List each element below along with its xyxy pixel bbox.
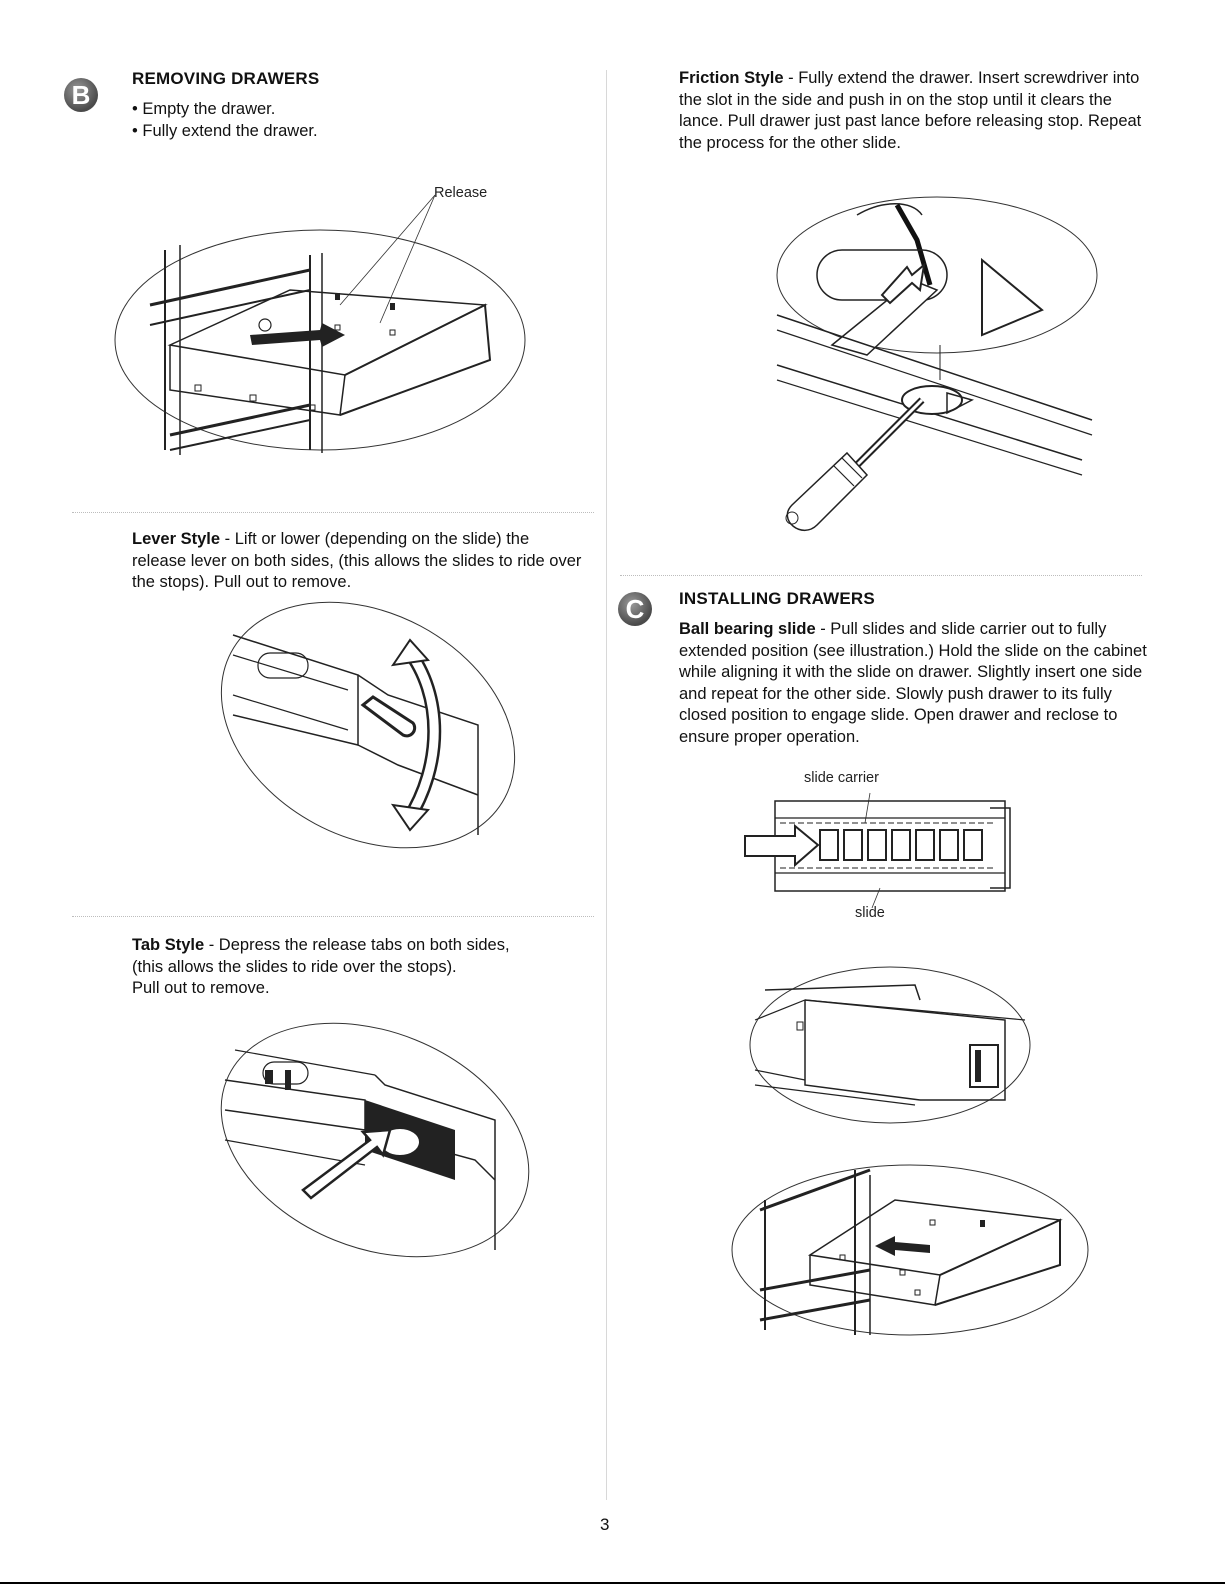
- friction-style-body: - Fully extend the drawer. Insert screwd…: [679, 69, 1142, 152]
- section-c-badge: C: [618, 592, 652, 626]
- bullet-empty: • Empty the drawer.: [132, 100, 276, 118]
- friction-style-illustration: [776, 196, 1098, 532]
- ball-bearing-text: Ball bearing slide - Pull slides and sli…: [679, 619, 1149, 748]
- lever-style-text: Lever Style - Lift or lower (depending o…: [132, 529, 587, 594]
- tab-style-text: Tab Style - Depress the release tabs on …: [132, 935, 587, 1000]
- slide-carrier-label: slide carrier: [804, 770, 879, 786]
- tab-style-line-1: - Depress the release tabs on both sides…: [204, 936, 510, 954]
- installing-drawers-heading: INSTALLING DRAWERS: [679, 589, 875, 608]
- ball-bearing-body: - Pull slides and slide carrier out to f…: [679, 620, 1147, 746]
- lever-style-body: - Lift or lower (depending on the slide)…: [132, 530, 582, 591]
- tab-style-line-2: (this allows the slides to ride over the…: [132, 957, 457, 976]
- tab-style-illustration: [220, 1022, 530, 1258]
- drawer-removal-illustration: [114, 194, 526, 455]
- lever-style-title: Lever Style: [132, 530, 221, 548]
- divider-left-1: [72, 512, 594, 513]
- bullet-extend: • Fully extend the drawer.: [132, 122, 318, 140]
- column-divider: [606, 70, 607, 1500]
- section-b-badge: B: [64, 78, 98, 112]
- slide-install-illustration: [749, 966, 1031, 1124]
- lever-style-illustration: [220, 601, 516, 849]
- bottom-rule: [0, 1582, 1225, 1584]
- divider-right-1: [620, 575, 1142, 576]
- release-label: Release: [434, 185, 488, 201]
- ball-bearing-title: Ball bearing slide: [679, 620, 816, 638]
- slide-carrier-illustration: [744, 792, 1011, 909]
- tab-style-title: Tab Style: [132, 936, 205, 954]
- removing-drawers-heading: REMOVING DRAWERS: [132, 69, 320, 88]
- friction-style-title: Friction Style: [679, 69, 784, 87]
- tab-style-line-3: Pull out to remove.: [132, 979, 270, 997]
- friction-style-text: Friction Style - Fully extend the drawer…: [679, 68, 1149, 154]
- drawer-install-illustration: [731, 1164, 1089, 1336]
- divider-left-2: [72, 916, 594, 917]
- slide-label: slide: [855, 905, 885, 921]
- page-number: 3: [600, 1515, 610, 1534]
